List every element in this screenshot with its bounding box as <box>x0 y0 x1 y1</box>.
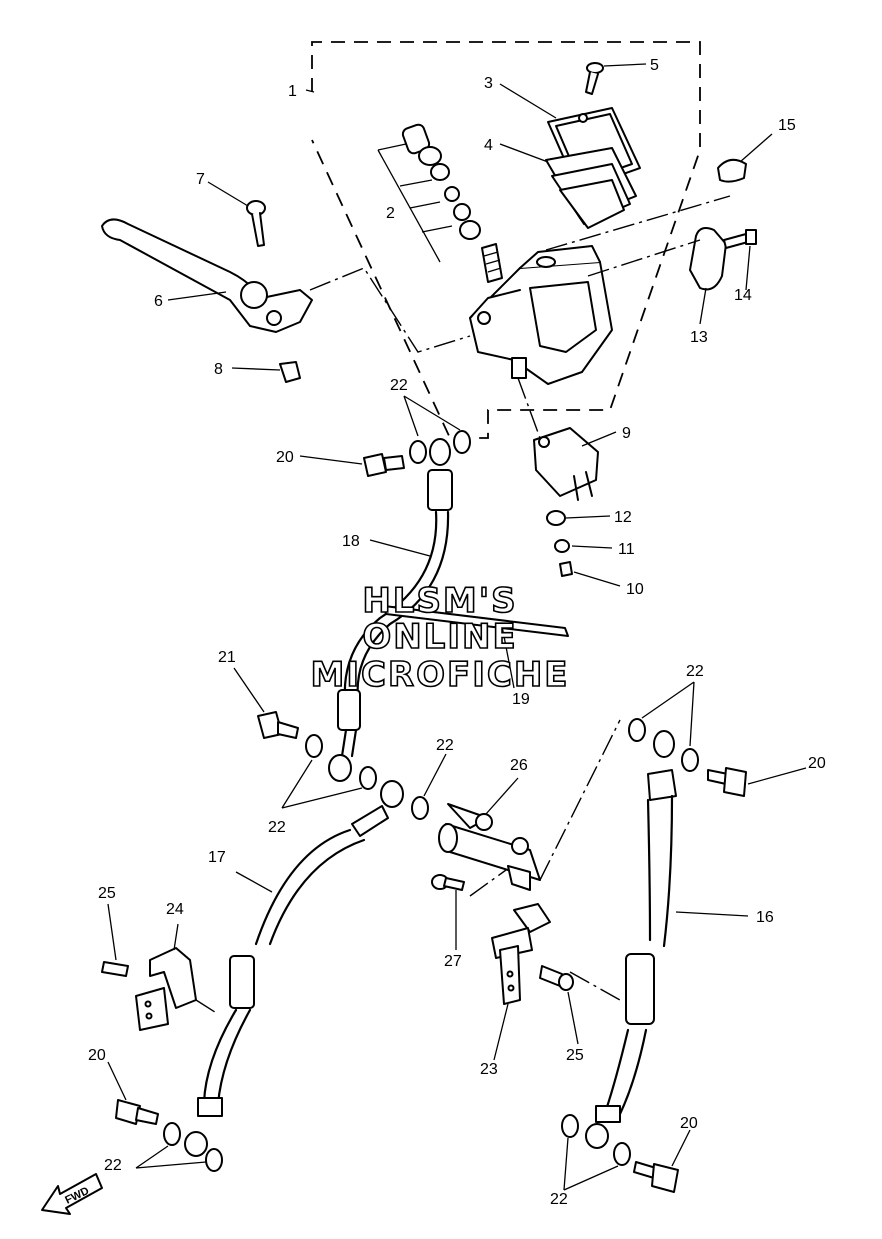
callout-22-upper-left: 22 <box>268 819 286 836</box>
alignment-lines <box>195 195 731 1015</box>
callout-14: 14 <box>734 287 752 304</box>
watermark-line-1: HLSM'S <box>362 581 517 621</box>
watermark-line-2: ONLINE <box>362 617 517 657</box>
callout-11: 11 <box>618 541 635 558</box>
callout-22-right: 22 <box>686 663 704 680</box>
callout-15: 15 <box>778 117 796 134</box>
lever-pivot-bolt[interactable] <box>246 200 266 247</box>
callout-20-top: 20 <box>276 449 294 466</box>
callout-5: 5 <box>650 57 659 74</box>
fwd-label: FWD <box>63 1185 91 1207</box>
callout-25-left: 25 <box>98 885 116 902</box>
callout-10: 10 <box>626 581 644 598</box>
callout-1: 1 <box>288 83 297 100</box>
watermark-line-3: MICROFICHE <box>310 655 569 695</box>
hose-clamp-right[interactable] <box>491 903 551 1005</box>
callout-20-right: 20 <box>808 755 826 772</box>
callout-26: 26 <box>510 757 528 774</box>
callout-2: 2 <box>386 205 395 222</box>
callout-22-lower-left: 22 <box>104 1157 122 1174</box>
callout-19: 19 <box>512 691 530 708</box>
holder-bracket[interactable] <box>689 227 727 291</box>
callout-3: 3 <box>484 75 493 92</box>
brake-hose-left[interactable] <box>184 780 404 1157</box>
switch-washer[interactable] <box>546 510 566 526</box>
joint-bolt[interactable] <box>431 874 465 891</box>
switch-screw[interactable] <box>559 561 573 577</box>
clamp-screw-right[interactable] <box>539 965 574 991</box>
union-bolt-upper-left[interactable] <box>257 711 299 739</box>
callout-12: 12 <box>614 509 632 526</box>
callout-numbers: 1 2 3 4 5 6 7 8 9 10 11 12 13 14 15 16 1… <box>88 57 826 1208</box>
forward-arrow-icon: FWD <box>41 1173 103 1215</box>
master-cylinder-assembly-outline <box>311 41 701 439</box>
callout-21: 21 <box>218 649 236 666</box>
rubber-cap[interactable] <box>717 158 747 183</box>
callout-16: 16 <box>756 909 774 926</box>
callout-13: 13 <box>690 329 708 346</box>
brake-hose-right[interactable] <box>585 730 677 1149</box>
brake-light-switch[interactable] <box>533 427 599 501</box>
clamp-screw-left[interactable] <box>101 961 129 977</box>
callout-8: 8 <box>214 361 223 378</box>
callout-22-lower-right: 22 <box>550 1191 568 1208</box>
lever-nut[interactable] <box>279 361 301 383</box>
holder-bolt[interactable] <box>723 229 757 249</box>
switch-lock-washer[interactable] <box>554 539 570 553</box>
master-cylinder-body[interactable] <box>469 245 613 385</box>
callout-22-center: 22 <box>436 737 454 754</box>
hose-clamp-left[interactable] <box>135 947 197 1031</box>
callout-23: 23 <box>480 1061 498 1078</box>
callout-9: 9 <box>622 425 631 442</box>
watermark: HLSM'S ONLINE MICROFICHE <box>310 580 569 696</box>
union-bolt-right[interactable] <box>707 767 747 797</box>
hose-joint[interactable] <box>438 803 541 891</box>
union-bolt-top[interactable] <box>363 453 405 477</box>
piston-kit[interactable] <box>377 123 503 283</box>
callout-20-lower-left: 20 <box>88 1047 106 1064</box>
callout-17: 17 <box>208 849 226 866</box>
callout-18: 18 <box>342 533 360 550</box>
union-bolt-lower-right[interactable] <box>633 1161 679 1193</box>
leader-lines <box>107 63 807 1191</box>
callout-22-top: 22 <box>390 377 408 394</box>
callout-7: 7 <box>196 171 205 188</box>
callout-20-lower-right: 20 <box>680 1115 698 1132</box>
union-bolt-lower-left[interactable] <box>115 1099 159 1125</box>
callout-24: 24 <box>166 901 184 918</box>
brake-lever[interactable] <box>101 218 313 333</box>
hose-guide[interactable] <box>383 605 569 637</box>
brake-hose-upper[interactable] <box>328 438 453 782</box>
callout-27: 27 <box>444 953 462 970</box>
callout-6: 6 <box>154 293 163 310</box>
reservoir-diaphragm[interactable] <box>545 147 637 229</box>
callout-4: 4 <box>484 137 493 154</box>
callout-25-right: 25 <box>566 1047 584 1064</box>
cap-screw[interactable] <box>585 62 604 95</box>
copper-washers[interactable] <box>163 430 699 1172</box>
